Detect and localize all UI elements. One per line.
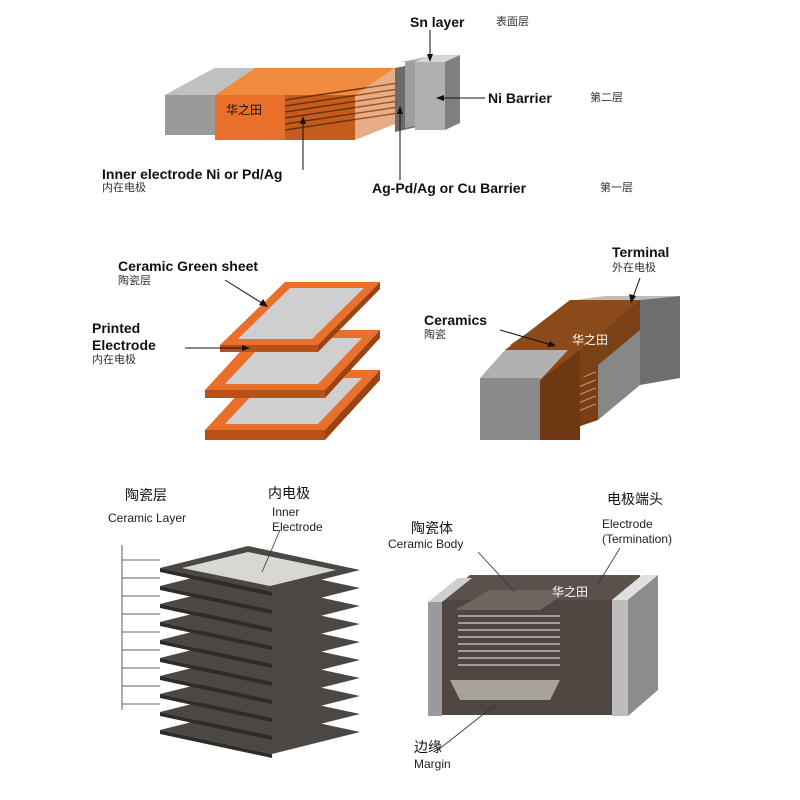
green-sheet-stack — [205, 282, 380, 440]
watermark-1: 华之田 — [226, 103, 263, 117]
terminal-label: Terminal — [612, 244, 670, 260]
terminal-cn-label: 外在电极 — [612, 261, 656, 274]
inner-electrode-label-2a: Inner — [272, 505, 300, 519]
ceramics-label: Ceramics — [424, 312, 488, 328]
green-sheet-cn-label: 陶瓷层 — [118, 274, 151, 287]
ceramic-layer-edge — [160, 640, 272, 668]
ceramic-layer-edge — [160, 622, 272, 650]
electrode-cn-label: 电极端头 — [607, 492, 663, 508]
electrode-label-1: Electrode — [602, 517, 653, 531]
chip-with-terminal — [480, 296, 680, 440]
ceramic-layer-edge — [160, 676, 272, 704]
inner-electrode-sheet — [182, 552, 336, 586]
printed-electrode-label-1: Printed — [92, 320, 141, 336]
ceramic-layer-edge — [160, 658, 272, 686]
ceramic-layer-edge — [160, 712, 272, 740]
printed-electrode-label-2: Electrode — [92, 337, 156, 353]
ag-barrier-cn-label: 第一层 — [600, 181, 633, 194]
ceramic-body-label: Ceramic Body — [388, 537, 464, 551]
ceramic-layer-cn-label: 陶瓷层 — [125, 488, 167, 504]
watermark-5: 华之田 — [552, 585, 589, 599]
margin-label: Margin — [414, 757, 451, 771]
inner-electrode-cn-label: 内在电极 — [102, 181, 146, 194]
sn-layer-cn-label: 表面层 — [496, 15, 529, 28]
electrode-label-2: (Termination) — [602, 532, 673, 546]
ceramics-cn-label: 陶瓷 — [424, 328, 446, 341]
inner-electrode-label: Inner electrode Ni or Pd/Ag — [102, 166, 283, 182]
mlcc-cutaway — [428, 575, 658, 716]
ceramic-layer-edge — [160, 568, 272, 596]
ni-barrier-label: Ni Barrier — [488, 90, 552, 106]
ceramic-layer-edge — [160, 694, 272, 722]
green-sheet-label: Ceramic Green sheet — [118, 258, 259, 274]
printed-electrode-cn-label: 内在电极 — [92, 353, 136, 366]
ceramic-layer-edge — [160, 730, 272, 758]
ni-barrier-cn-label: 第二层 — [590, 91, 623, 104]
ceramic-layer-label: Ceramic Layer — [108, 511, 187, 525]
inner-electrode-cn-label-2: 内电极 — [268, 486, 310, 502]
ceramic-layer-edge — [160, 604, 272, 632]
ag-barrier-label: Ag-Pd/Ag or Cu Barrier — [372, 180, 527, 196]
ceramic-layer-edge — [160, 586, 272, 614]
ceramic-body-cn-label: 陶瓷体 — [411, 521, 453, 537]
watermark-3: 华之田 — [572, 333, 609, 347]
margin-cn-label: 边缘 — [414, 740, 442, 756]
inner-electrode-label-2b: Electrode — [272, 520, 323, 534]
sn-layer-label: Sn layer — [410, 14, 465, 30]
ceramic-layer-stack — [160, 546, 360, 758]
